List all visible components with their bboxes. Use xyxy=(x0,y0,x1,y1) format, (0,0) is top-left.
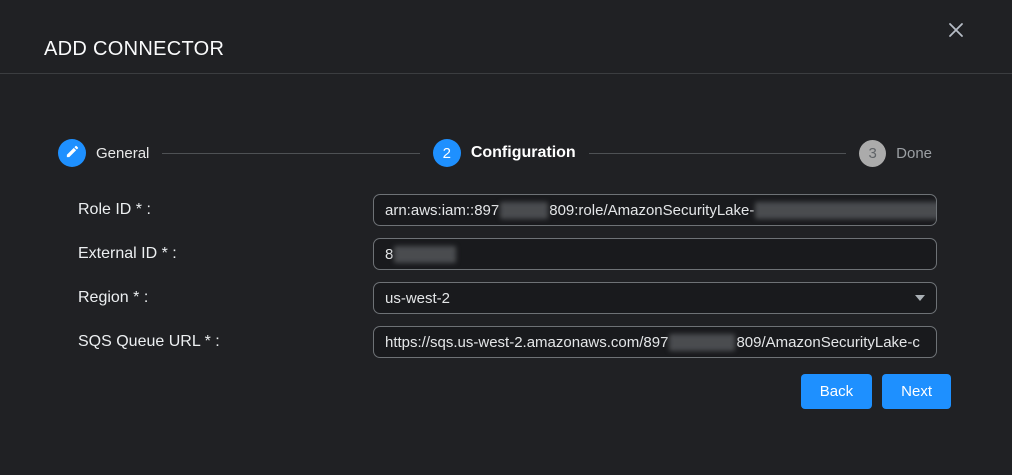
redacted-value xyxy=(394,245,457,263)
sqs-url-value-part2: 809/AmazonSecurityLake-c xyxy=(736,333,920,351)
external-id-label: External ID * : xyxy=(78,245,177,262)
step-done-label: Done xyxy=(896,144,933,162)
close-button[interactable] xyxy=(945,21,967,43)
role-id-value-part2: 809:role/AmazonSecurityLake- xyxy=(549,201,755,219)
modal-footer: Back Next xyxy=(0,374,1012,409)
step-connector xyxy=(588,152,847,154)
role-id-label: Role ID * : xyxy=(78,201,151,218)
sqs-queue-url-label: SQS Queue URL * : xyxy=(78,333,220,350)
step-done-circle: 3 xyxy=(859,139,887,167)
step-connector xyxy=(162,152,420,154)
step-general-label: General xyxy=(96,144,150,162)
add-connector-modal: ADD CONNECTOR General 2 xyxy=(0,0,1012,409)
role-id-value-part1: arn:aws:iam::897 xyxy=(385,201,500,219)
step-configuration-circle[interactable]: 2 xyxy=(432,139,461,167)
step-configuration[interactable]: 2 Configuration xyxy=(432,139,576,167)
chevron-down-icon xyxy=(915,295,925,301)
redacted-value xyxy=(755,201,936,219)
role-id-input[interactable]: arn:aws:iam::897 809:role/AmazonSecurity… xyxy=(373,194,937,226)
x-icon xyxy=(946,20,966,45)
region-value: us-west-2 xyxy=(385,289,451,307)
region-select[interactable]: us-west-2 xyxy=(373,282,937,314)
wizard-stepper: General 2 Configuration 3 Done xyxy=(58,139,932,167)
step-done: 3 Done xyxy=(859,139,933,167)
sqs-queue-url-row: SQS Queue URL * : https://sqs.us-west-2.… xyxy=(78,326,937,358)
pencil-icon xyxy=(65,144,80,163)
back-button[interactable]: Back xyxy=(800,374,873,409)
external-id-input[interactable]: 8 xyxy=(373,238,937,270)
redacted-value xyxy=(500,201,549,219)
modal-title: ADD CONNECTOR xyxy=(44,38,225,60)
modal-header: ADD CONNECTOR xyxy=(0,0,1012,74)
redacted-value xyxy=(669,333,736,351)
region-row: Region * : us-west-2 xyxy=(78,282,937,314)
step-done-number: 3 xyxy=(868,144,877,162)
external-id-row: External ID * : 8 xyxy=(78,238,937,270)
sqs-queue-url-input[interactable]: https://sqs.us-west-2.amazonaws.com/897 … xyxy=(373,326,937,358)
region-label: Region * : xyxy=(78,289,149,306)
sqs-url-value-part1: https://sqs.us-west-2.amazonaws.com/897 xyxy=(385,333,669,351)
step-configuration-label: Configuration xyxy=(470,144,576,161)
external-id-value-part1: 8 xyxy=(385,245,394,263)
step-general-circle[interactable] xyxy=(58,139,86,167)
next-button[interactable]: Next xyxy=(882,374,951,409)
step-configuration-number: 2 xyxy=(442,144,451,162)
role-id-row: Role ID * : arn:aws:iam::897 809:role/Am… xyxy=(78,194,937,226)
connector-form: Role ID * : arn:aws:iam::897 809:role/Am… xyxy=(0,194,1012,358)
step-general[interactable]: General xyxy=(58,139,149,167)
